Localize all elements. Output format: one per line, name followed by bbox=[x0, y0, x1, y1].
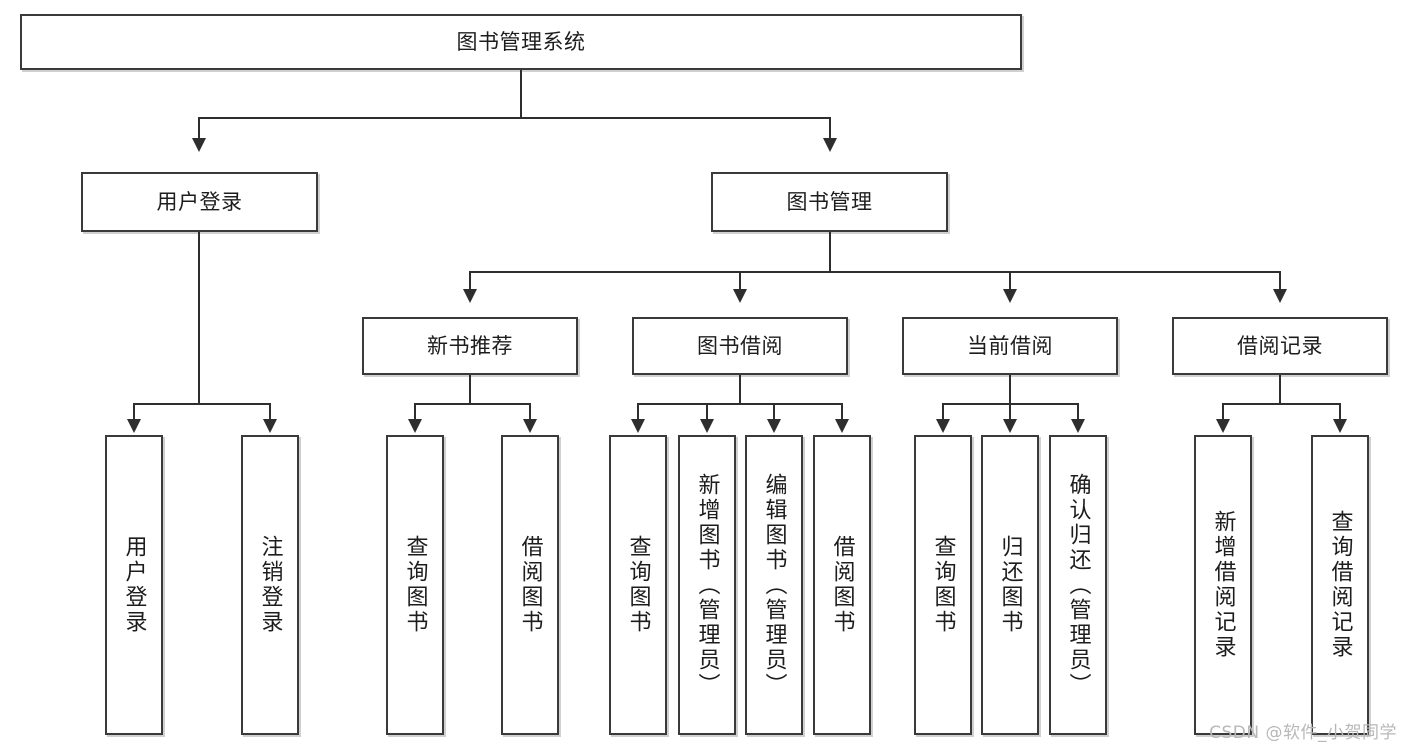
connector-book-borrow-stem bbox=[739, 375, 741, 404]
node-book-borrow[interactable]: 图书借阅 bbox=[632, 317, 848, 375]
connector-root-bus bbox=[198, 117, 831, 119]
connector-book-manage-stem bbox=[829, 232, 831, 272]
connector-borrow-record-stem bbox=[1279, 375, 1281, 404]
leaf-user-login-label: 用户登录 bbox=[121, 535, 147, 635]
node-book-manage-label: 图书管理 bbox=[786, 189, 873, 214]
arrowhead-br-leaf-1 bbox=[1216, 419, 1230, 433]
leaf-query-book-2-label: 查询图书 bbox=[625, 535, 651, 635]
leaf-confirm-return-label: 确认归还（管理员） bbox=[1065, 472, 1091, 698]
arrowhead-bb-leaf-3 bbox=[767, 419, 781, 433]
connector-user-login-left bbox=[133, 403, 135, 421]
leaf-add-book-label: 新增图书（管理员） bbox=[694, 472, 720, 698]
arrowhead-book-borrow bbox=[733, 289, 747, 303]
connector-user-login-stem bbox=[198, 232, 200, 404]
leaf-add-record-label: 新增借阅记录 bbox=[1210, 510, 1236, 660]
connector-bb-leaf-3 bbox=[773, 403, 775, 421]
leaf-query-book-3[interactable]: 查询图书 bbox=[914, 435, 972, 735]
node-user-login[interactable]: 用户登录 bbox=[81, 172, 318, 232]
arrowhead-bb-leaf-1 bbox=[631, 419, 645, 433]
leaf-query-book-2[interactable]: 查询图书 bbox=[609, 435, 667, 735]
leaf-query-book-3-label: 查询图书 bbox=[930, 535, 956, 635]
leaf-add-record[interactable]: 新增借阅记录 bbox=[1194, 435, 1252, 735]
node-borrow-record-label: 借阅记录 bbox=[1237, 333, 1323, 358]
node-book-borrow-label: 图书借阅 bbox=[697, 333, 783, 358]
connector-to-borrow-record bbox=[1279, 271, 1281, 291]
node-root[interactable]: 图书管理系统 bbox=[20, 14, 1022, 70]
arrowhead-nbr-leaf-1 bbox=[408, 419, 422, 433]
leaf-query-record-label: 查询借阅记录 bbox=[1327, 510, 1353, 660]
leaf-confirm-return[interactable]: 确认归还（管理员） bbox=[1049, 435, 1107, 735]
connector-bb-leaf-2 bbox=[706, 403, 708, 421]
connector-bb-leaf-1 bbox=[637, 403, 639, 421]
arrowhead-book-manage bbox=[823, 138, 837, 152]
leaf-borrow-book-2-label: 借阅图书 bbox=[829, 535, 855, 635]
connector-user-login-bus bbox=[133, 403, 270, 405]
connector-to-current-borrow bbox=[1009, 271, 1011, 291]
connector-br-leaf-2 bbox=[1339, 403, 1341, 421]
leaf-query-book-1-label: 查询图书 bbox=[402, 535, 428, 635]
connector-bb-leaf-4 bbox=[841, 403, 843, 421]
leaf-add-book[interactable]: 新增图书（管理员） bbox=[678, 435, 736, 735]
node-current-borrow[interactable]: 当前借阅 bbox=[902, 317, 1118, 375]
connector-borrow-record-bus bbox=[1222, 403, 1341, 405]
node-root-label: 图书管理系统 bbox=[456, 29, 586, 54]
node-new-book-recommend-label: 新书推荐 bbox=[427, 333, 513, 358]
leaf-borrow-book-1-label: 借阅图书 bbox=[517, 535, 543, 635]
connector-cb-leaf-1 bbox=[942, 403, 944, 421]
connector-user-login-right bbox=[269, 403, 271, 421]
leaf-edit-book[interactable]: 编辑图书（管理员） bbox=[745, 435, 803, 735]
leaf-user-logout-label: 注销登录 bbox=[257, 535, 283, 635]
connector-cb-leaf-3 bbox=[1077, 403, 1079, 421]
connector-root-stem bbox=[520, 70, 522, 118]
leaf-borrow-book-1[interactable]: 借阅图书 bbox=[501, 435, 559, 735]
arrowhead-bb-leaf-4 bbox=[835, 419, 849, 433]
leaf-return-book[interactable]: 归还图书 bbox=[981, 435, 1039, 735]
node-new-book-recommend[interactable]: 新书推荐 bbox=[362, 317, 578, 375]
connector-new-book-recommend-stem bbox=[469, 375, 471, 404]
leaf-user-login[interactable]: 用户登录 bbox=[105, 435, 163, 735]
leaf-edit-book-label: 编辑图书（管理员） bbox=[761, 472, 787, 698]
leaf-borrow-book-2[interactable]: 借阅图书 bbox=[813, 435, 871, 735]
arrowhead-bb-leaf-2 bbox=[700, 419, 714, 433]
arrowhead-leaf-user-login bbox=[127, 419, 141, 433]
arrowhead-current-borrow bbox=[1003, 289, 1017, 303]
connector-nbr-leaf-2 bbox=[529, 403, 531, 421]
connector-new-book-recommend-bus bbox=[414, 403, 531, 405]
connector-current-borrow-stem bbox=[1009, 375, 1011, 404]
connector-nbr-leaf-1 bbox=[414, 403, 416, 421]
connector-cb-leaf-2 bbox=[1009, 403, 1011, 421]
node-current-borrow-label: 当前借阅 bbox=[967, 333, 1053, 358]
connector-root-to-book-manage bbox=[829, 117, 831, 140]
node-user-login-label: 用户登录 bbox=[156, 189, 243, 214]
arrowhead-nbr-leaf-2 bbox=[523, 419, 537, 433]
arrowhead-cb-leaf-2 bbox=[1003, 419, 1017, 433]
leaf-user-logout[interactable]: 注销登录 bbox=[241, 435, 299, 735]
leaf-query-record[interactable]: 查询借阅记录 bbox=[1311, 435, 1369, 735]
connector-book-manage-bus bbox=[469, 271, 1281, 273]
arrowhead-leaf-user-logout bbox=[263, 419, 277, 433]
arrowhead-user-login bbox=[192, 138, 206, 152]
connector-to-new-book-recommend bbox=[469, 271, 471, 291]
connector-br-leaf-1 bbox=[1222, 403, 1224, 421]
arrowhead-cb-leaf-1 bbox=[936, 419, 950, 433]
connector-book-borrow-bus bbox=[637, 403, 843, 405]
leaf-return-book-label: 归还图书 bbox=[997, 535, 1023, 635]
arrowhead-cb-leaf-3 bbox=[1071, 419, 1085, 433]
leaf-query-book-1[interactable]: 查询图书 bbox=[386, 435, 444, 735]
arrowhead-new-book-recommend bbox=[463, 289, 477, 303]
node-book-manage[interactable]: 图书管理 bbox=[711, 172, 948, 232]
node-borrow-record[interactable]: 借阅记录 bbox=[1172, 317, 1388, 375]
arrowhead-br-leaf-2 bbox=[1333, 419, 1347, 433]
connector-to-book-borrow bbox=[739, 271, 741, 291]
arrowhead-borrow-record bbox=[1273, 289, 1287, 303]
connector-root-to-user-login bbox=[198, 117, 200, 140]
